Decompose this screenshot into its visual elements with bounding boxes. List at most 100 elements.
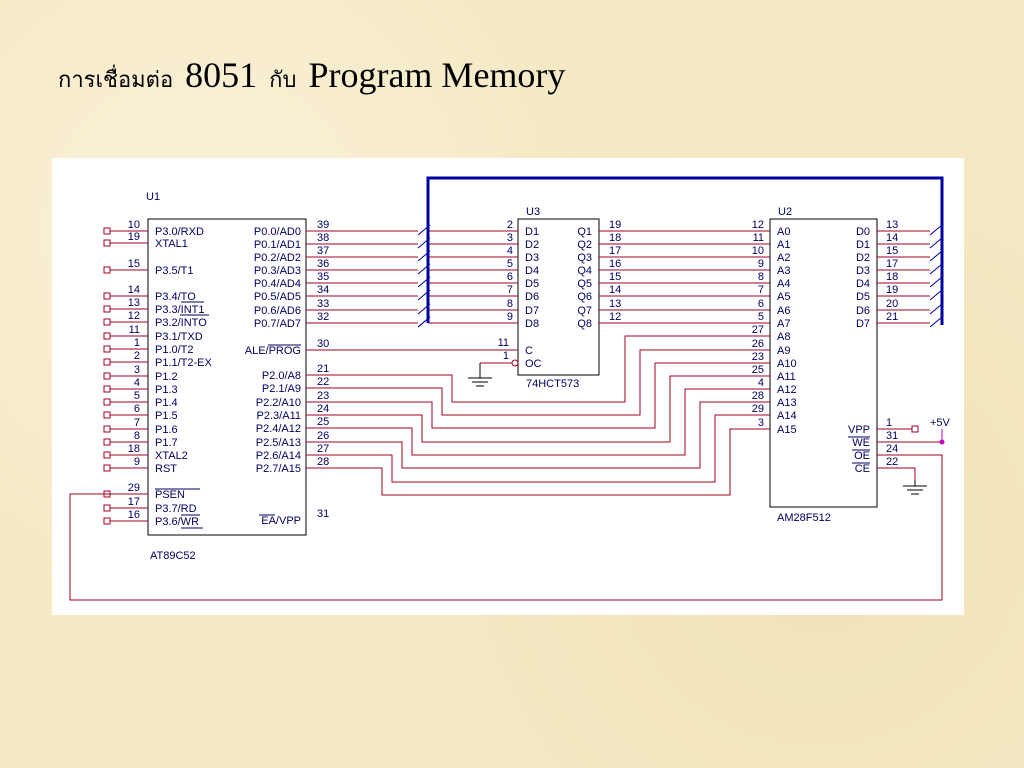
u2-part-name: AM28F512 <box>777 512 831 524</box>
u1-left-pin-label: P3.4/TO <box>155 291 196 303</box>
circuit-schematic: U1AT89C5210P3.0/RXD19XTAL115P3.5/T114P3.… <box>69 176 951 601</box>
data-bus <box>426 176 944 325</box>
u1-left-pin-label: P1.0/T2 <box>155 344 194 356</box>
u2-addr-pin-label: A10 <box>777 358 797 370</box>
u2-data-pin-label: D0 <box>856 226 870 238</box>
u1-right-pin-label: P2.5/A13 <box>256 437 301 449</box>
u2-addr-pin-num: 5 <box>758 311 764 323</box>
u3-d-pin-label: D7 <box>525 305 539 317</box>
u1-right-pin-num: 32 <box>317 311 329 323</box>
u1-left-stub <box>103 239 111 247</box>
u2-addr-pin-label: A13 <box>777 397 797 409</box>
u1-right-pin-label: P2.0/A8 <box>262 370 301 382</box>
u3-d-pin-num: 2 <box>507 219 513 231</box>
u2-addr-pin-num: 26 <box>752 338 764 350</box>
u2-addr-pin-num: 9 <box>758 258 764 270</box>
title-thai-with: กับ <box>269 68 297 93</box>
u1-left-pin-label: P3.0/RXD <box>155 226 204 238</box>
u2-addr-pin-label: A6 <box>777 305 790 317</box>
u3-q-pin-label: Q7 <box>577 305 592 317</box>
u1-left-pin-label: P3.7/RD <box>155 503 197 515</box>
addr-high-wire <box>306 401 770 469</box>
addr-high-wire <box>306 362 770 429</box>
u2-data-pin-label: D4 <box>856 278 870 290</box>
u1-left-pin-num: 4 <box>134 377 140 389</box>
u1-right-pin-num: 39 <box>317 219 329 231</box>
u1-right-pin-label: P0.3/AD3 <box>254 265 301 277</box>
u1-left-pin-label: XTAL1 <box>155 238 188 250</box>
u3-oc-pin-label: OC <box>525 358 542 370</box>
u2-addr-pin-label: A1 <box>777 239 790 251</box>
u1-left-stub <box>103 292 111 300</box>
u1-right-pin-label: P0.0/AD0 <box>254 226 301 238</box>
u1-right-pin-num: 37 <box>317 245 329 257</box>
u2-data-pin-label: D5 <box>856 291 870 303</box>
u1-left-pin-num: 29 <box>128 482 140 494</box>
u1-left-pin-label: P1.3 <box>155 384 178 396</box>
u2-data-pin-label: D3 <box>856 265 870 277</box>
u2-addr-pin-num: 10 <box>752 245 764 257</box>
u3-q-pin-label: Q4 <box>577 265 592 277</box>
u1-left-stub <box>103 425 111 433</box>
psen-oe-wire <box>69 454 943 601</box>
u3-ref: U3 <box>526 206 540 218</box>
u3-q-pin-num: 15 <box>609 271 621 283</box>
u3-d-pin-num: 8 <box>507 298 513 310</box>
u1-right-pin-num: 23 <box>317 390 329 402</box>
u1-left-pin-label: P3.1/TXD <box>155 331 203 343</box>
u3-q-pin-num: 18 <box>609 232 621 244</box>
u2-data-pin-num: 15 <box>886 245 898 257</box>
u3-d-pin-label: D1 <box>525 226 539 238</box>
u1-left-pin-label: XTAL2 <box>155 450 188 462</box>
u1-left-pin-num: 11 <box>129 324 140 336</box>
u3-part-name: 74HCT573 <box>526 378 579 390</box>
u1-right-pin-num: 27 <box>317 443 329 455</box>
u1-left-pin-num: 9 <box>134 456 140 468</box>
u3-d-pin-num: 4 <box>507 245 513 257</box>
u1-right-pin-label: P0.4/AD4 <box>254 278 301 290</box>
u3-q-pin-label: Q2 <box>577 239 592 251</box>
u1-right-pin-num: 30 <box>317 338 329 350</box>
u1-left-pin-label: P1.2 <box>155 371 178 383</box>
u1-right-pin-num: 26 <box>317 430 329 442</box>
u2-ref: U2 <box>778 206 792 218</box>
u1-left-stub <box>103 227 111 235</box>
u1-body <box>147 218 307 536</box>
u1-left-pin-num: 7 <box>134 417 140 429</box>
u3-q-pin-num: 17 <box>609 245 621 257</box>
u1-right-pin-label: P0.6/AD6 <box>254 305 301 317</box>
u1-left-stub <box>103 411 111 419</box>
u1-right-pin-label: ALE/PROG <box>245 345 301 357</box>
u2-ctrl-pin-label: WE <box>852 437 870 449</box>
bus-entry <box>929 303 943 315</box>
u1-left-pin-label: PSEN <box>155 489 185 501</box>
u3-d-pin-label: D3 <box>525 252 539 264</box>
u2-data-pin-label: D2 <box>856 252 870 264</box>
u1-right-pin-label: P2.4/A12 <box>256 423 301 435</box>
u2-addr-pin-label: A0 <box>777 226 790 238</box>
u2-addr-pin-num: 6 <box>758 298 764 310</box>
u1-ref: U1 <box>146 191 160 203</box>
u3-q-pin-num: 14 <box>609 284 621 296</box>
u1-right-pin-label: P0.1/AD1 <box>254 239 301 251</box>
u1-left-pin-label: P1.5 <box>155 410 178 422</box>
u1-right-pin-num: 33 <box>317 298 329 310</box>
u3-d-pin-num: 6 <box>507 271 513 283</box>
u3-q-pin-num: 13 <box>609 298 621 310</box>
u3-d-pin-num: 3 <box>507 232 513 244</box>
u2-data-pin-num: 20 <box>886 298 898 310</box>
u2-ctrl-pin-num: 24 <box>886 443 898 455</box>
u2-data-pin-label: D7 <box>856 318 870 330</box>
u1-left-stub <box>103 345 111 353</box>
u1-left-pin-label: P1.6 <box>155 424 178 436</box>
u3-q-pin-num: 19 <box>609 219 621 231</box>
u1-left-stub <box>103 385 111 393</box>
u2-addr-pin-label: A8 <box>777 331 790 343</box>
title-english: Program Memory <box>308 55 566 95</box>
u1-left-pin-num: 5 <box>134 390 140 402</box>
u2-addr-pin-num: 8 <box>758 271 764 283</box>
u1-right-pin-num: 35 <box>317 271 329 283</box>
u1-left-pin-num: 16 <box>128 509 140 521</box>
u1-right-pin-label: P2.3/A11 <box>257 410 301 422</box>
